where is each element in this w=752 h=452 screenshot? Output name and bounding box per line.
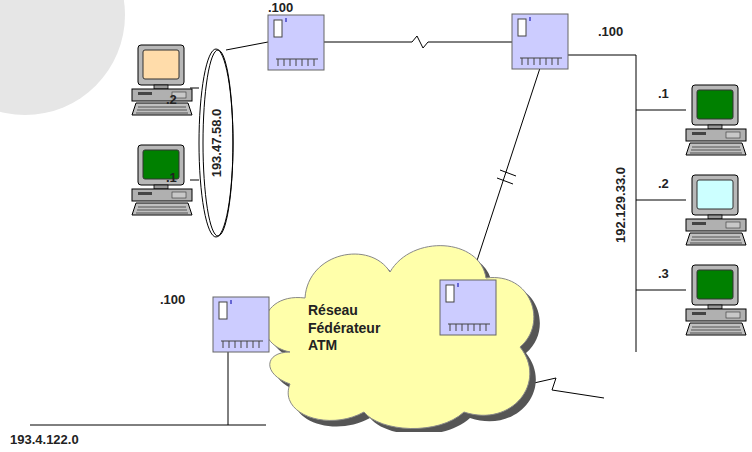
host-address: .100 xyxy=(268,0,293,15)
host-address: .2 xyxy=(166,92,177,107)
network-ring: 193.47.58.0 xyxy=(197,47,235,239)
host-address: .1 xyxy=(658,86,669,101)
cloud-label: Réseau Fédérateur ATM xyxy=(308,302,380,355)
network-address: 192.129.33.0 xyxy=(613,167,628,243)
host-address: .100 xyxy=(160,292,185,307)
network-address: 193.4.122.0 xyxy=(10,432,79,447)
cloud-outline xyxy=(250,232,550,432)
host-address: .3 xyxy=(658,266,669,281)
network-label: 193.47.58.0 xyxy=(209,109,224,178)
backbone-cloud: Réseau Fédérateur ATM xyxy=(250,232,550,432)
host-address: .1 xyxy=(166,170,177,185)
host-address: .100 xyxy=(598,24,623,39)
host-address: .2 xyxy=(658,176,669,191)
